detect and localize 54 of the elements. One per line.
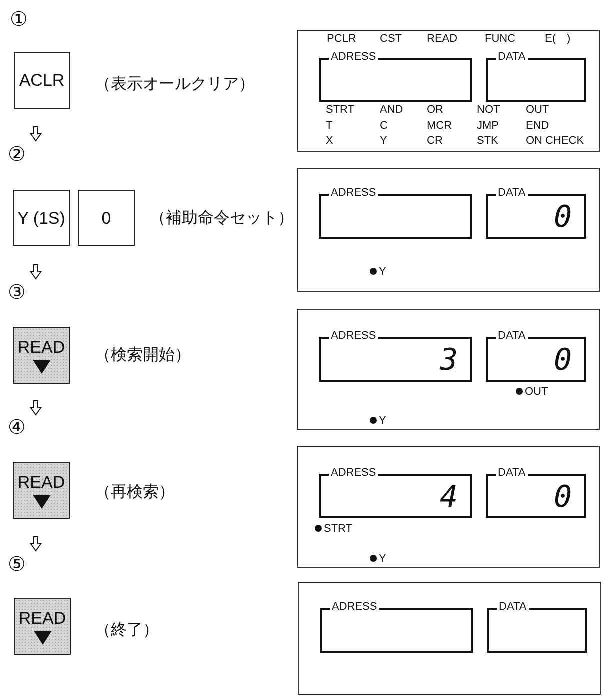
indicator-label: OR	[427, 104, 444, 117]
step-number: ②	[8, 143, 26, 165]
step-number: ③	[8, 281, 26, 303]
indicator-label: Y	[370, 266, 386, 279]
segment-digit: 4	[440, 482, 458, 514]
display-panel	[297, 168, 600, 292]
indicator-label: E( )	[545, 33, 571, 46]
key-description: （検索開始）	[95, 345, 191, 365]
key-description: （補助命令セット）	[150, 208, 294, 228]
segment-digit: 0	[554, 202, 572, 234]
indicator-label: X	[326, 135, 334, 148]
key-label: READ	[18, 472, 66, 492]
key-button: Y (1S)	[13, 190, 70, 246]
display-panel	[298, 582, 601, 695]
step-number: ④	[8, 416, 26, 438]
step-number: ①	[10, 8, 28, 30]
display-panel	[297, 309, 600, 430]
indicator-label: AND	[380, 104, 404, 117]
indicator-label: OUT	[516, 386, 548, 399]
indicator-label: STRT	[315, 523, 353, 536]
segment-digit: 0	[554, 345, 572, 377]
indicator-label: Y	[370, 553, 386, 566]
key-label: READ	[18, 338, 66, 356]
indicator-label: READ	[427, 33, 458, 46]
indicator-label: T	[326, 120, 333, 133]
step-number: ⑤	[8, 553, 26, 575]
indicator-label: PCLR	[327, 33, 356, 46]
key-button: ACLR	[14, 52, 70, 109]
segment-digit: 3	[440, 345, 458, 377]
indicator-label: NOT	[477, 104, 500, 117]
indicator-label: OUT	[526, 104, 550, 117]
indicator-label: C	[380, 120, 388, 133]
key-button	[13, 327, 70, 384]
indicator-label: STK	[477, 135, 498, 148]
indicator-label: JMP	[477, 120, 499, 133]
key-description: （再検索）	[95, 482, 175, 502]
key-button	[14, 598, 71, 655]
indicator-label: CR	[427, 135, 443, 148]
indicator-label: Y	[380, 135, 388, 148]
key-button	[13, 462, 70, 519]
indicator-label: CST	[380, 33, 402, 46]
display-panel	[297, 446, 600, 568]
indicator-label: MCR	[427, 120, 452, 133]
key-description: （表示オールクリア）	[95, 74, 255, 94]
indicator-label: FUNC	[485, 33, 516, 46]
display-panel	[297, 30, 600, 152]
key-label: READ	[18, 608, 66, 628]
indicator-label: END	[526, 120, 550, 133]
segment-digit: 0	[554, 482, 572, 514]
indicator-label: STRT	[326, 104, 355, 117]
key-button: 0	[78, 190, 135, 246]
key-description: （終了）	[95, 620, 159, 640]
indicator-label: ON CHECK	[526, 135, 584, 148]
indicator-label: Y	[370, 415, 386, 428]
